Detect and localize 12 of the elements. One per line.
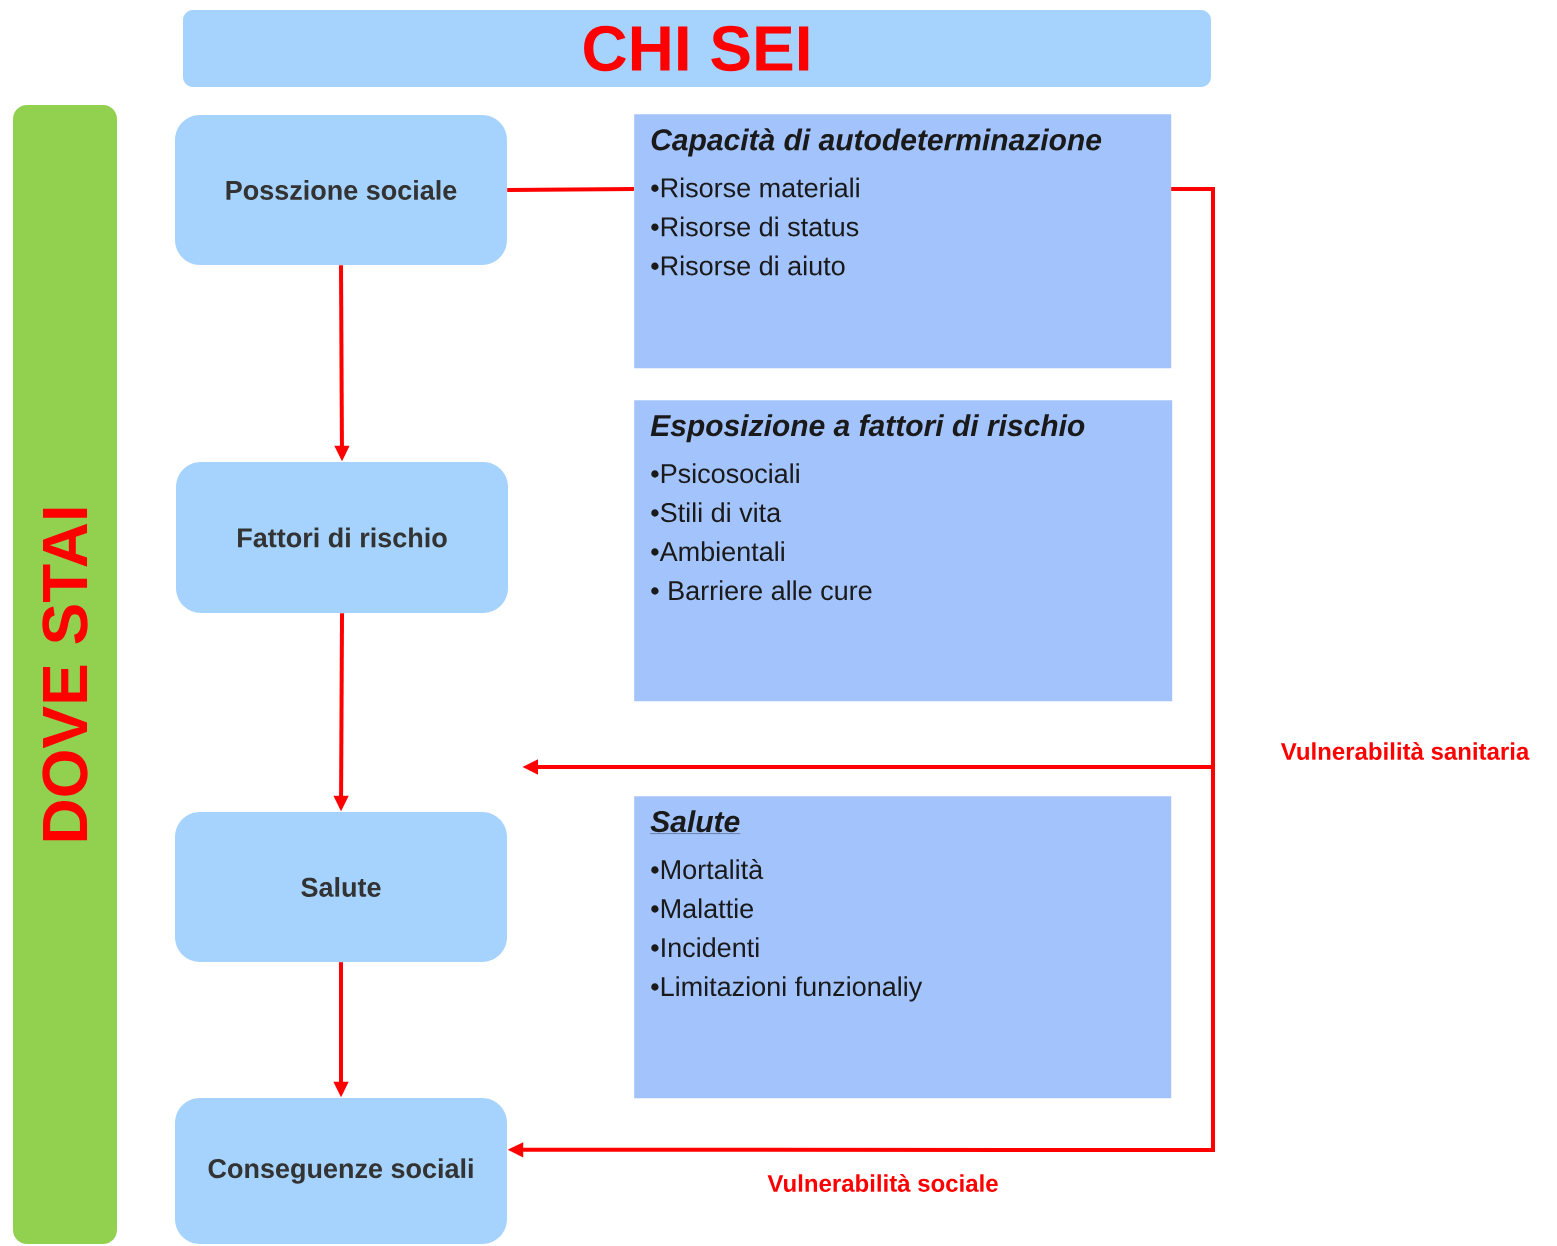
edge-label: Vulnerabilità sanitaria bbox=[1278, 740, 1532, 762]
connector-line bbox=[507, 187, 635, 192]
list-box: Capacità di autodeterminazione •Risorse materiali •Risorse di status •Risorse di aiuto bbox=[634, 114, 1172, 369]
side-band: DOVE STAI bbox=[13, 105, 117, 1244]
step-box: Salute bbox=[175, 812, 507, 962]
edge-label: Vulnerabilità sociale bbox=[765, 1172, 1001, 1194]
step-box: Fattori di rischio bbox=[176, 462, 508, 613]
step-box: Posszione sociale bbox=[175, 115, 507, 265]
title-band: CHI SEI bbox=[183, 10, 1211, 87]
list-box: Esposizione a fattori di rischio •Psicosociali •Stili di vita •Ambientali • Barriere alle cure bbox=[634, 400, 1173, 702]
step-box: Conseguenze sociali bbox=[175, 1098, 507, 1244]
list-box: Salute •Mortalità •Malattie •Incidenti •Limitazioni funzionaliy bbox=[634, 796, 1172, 1099]
